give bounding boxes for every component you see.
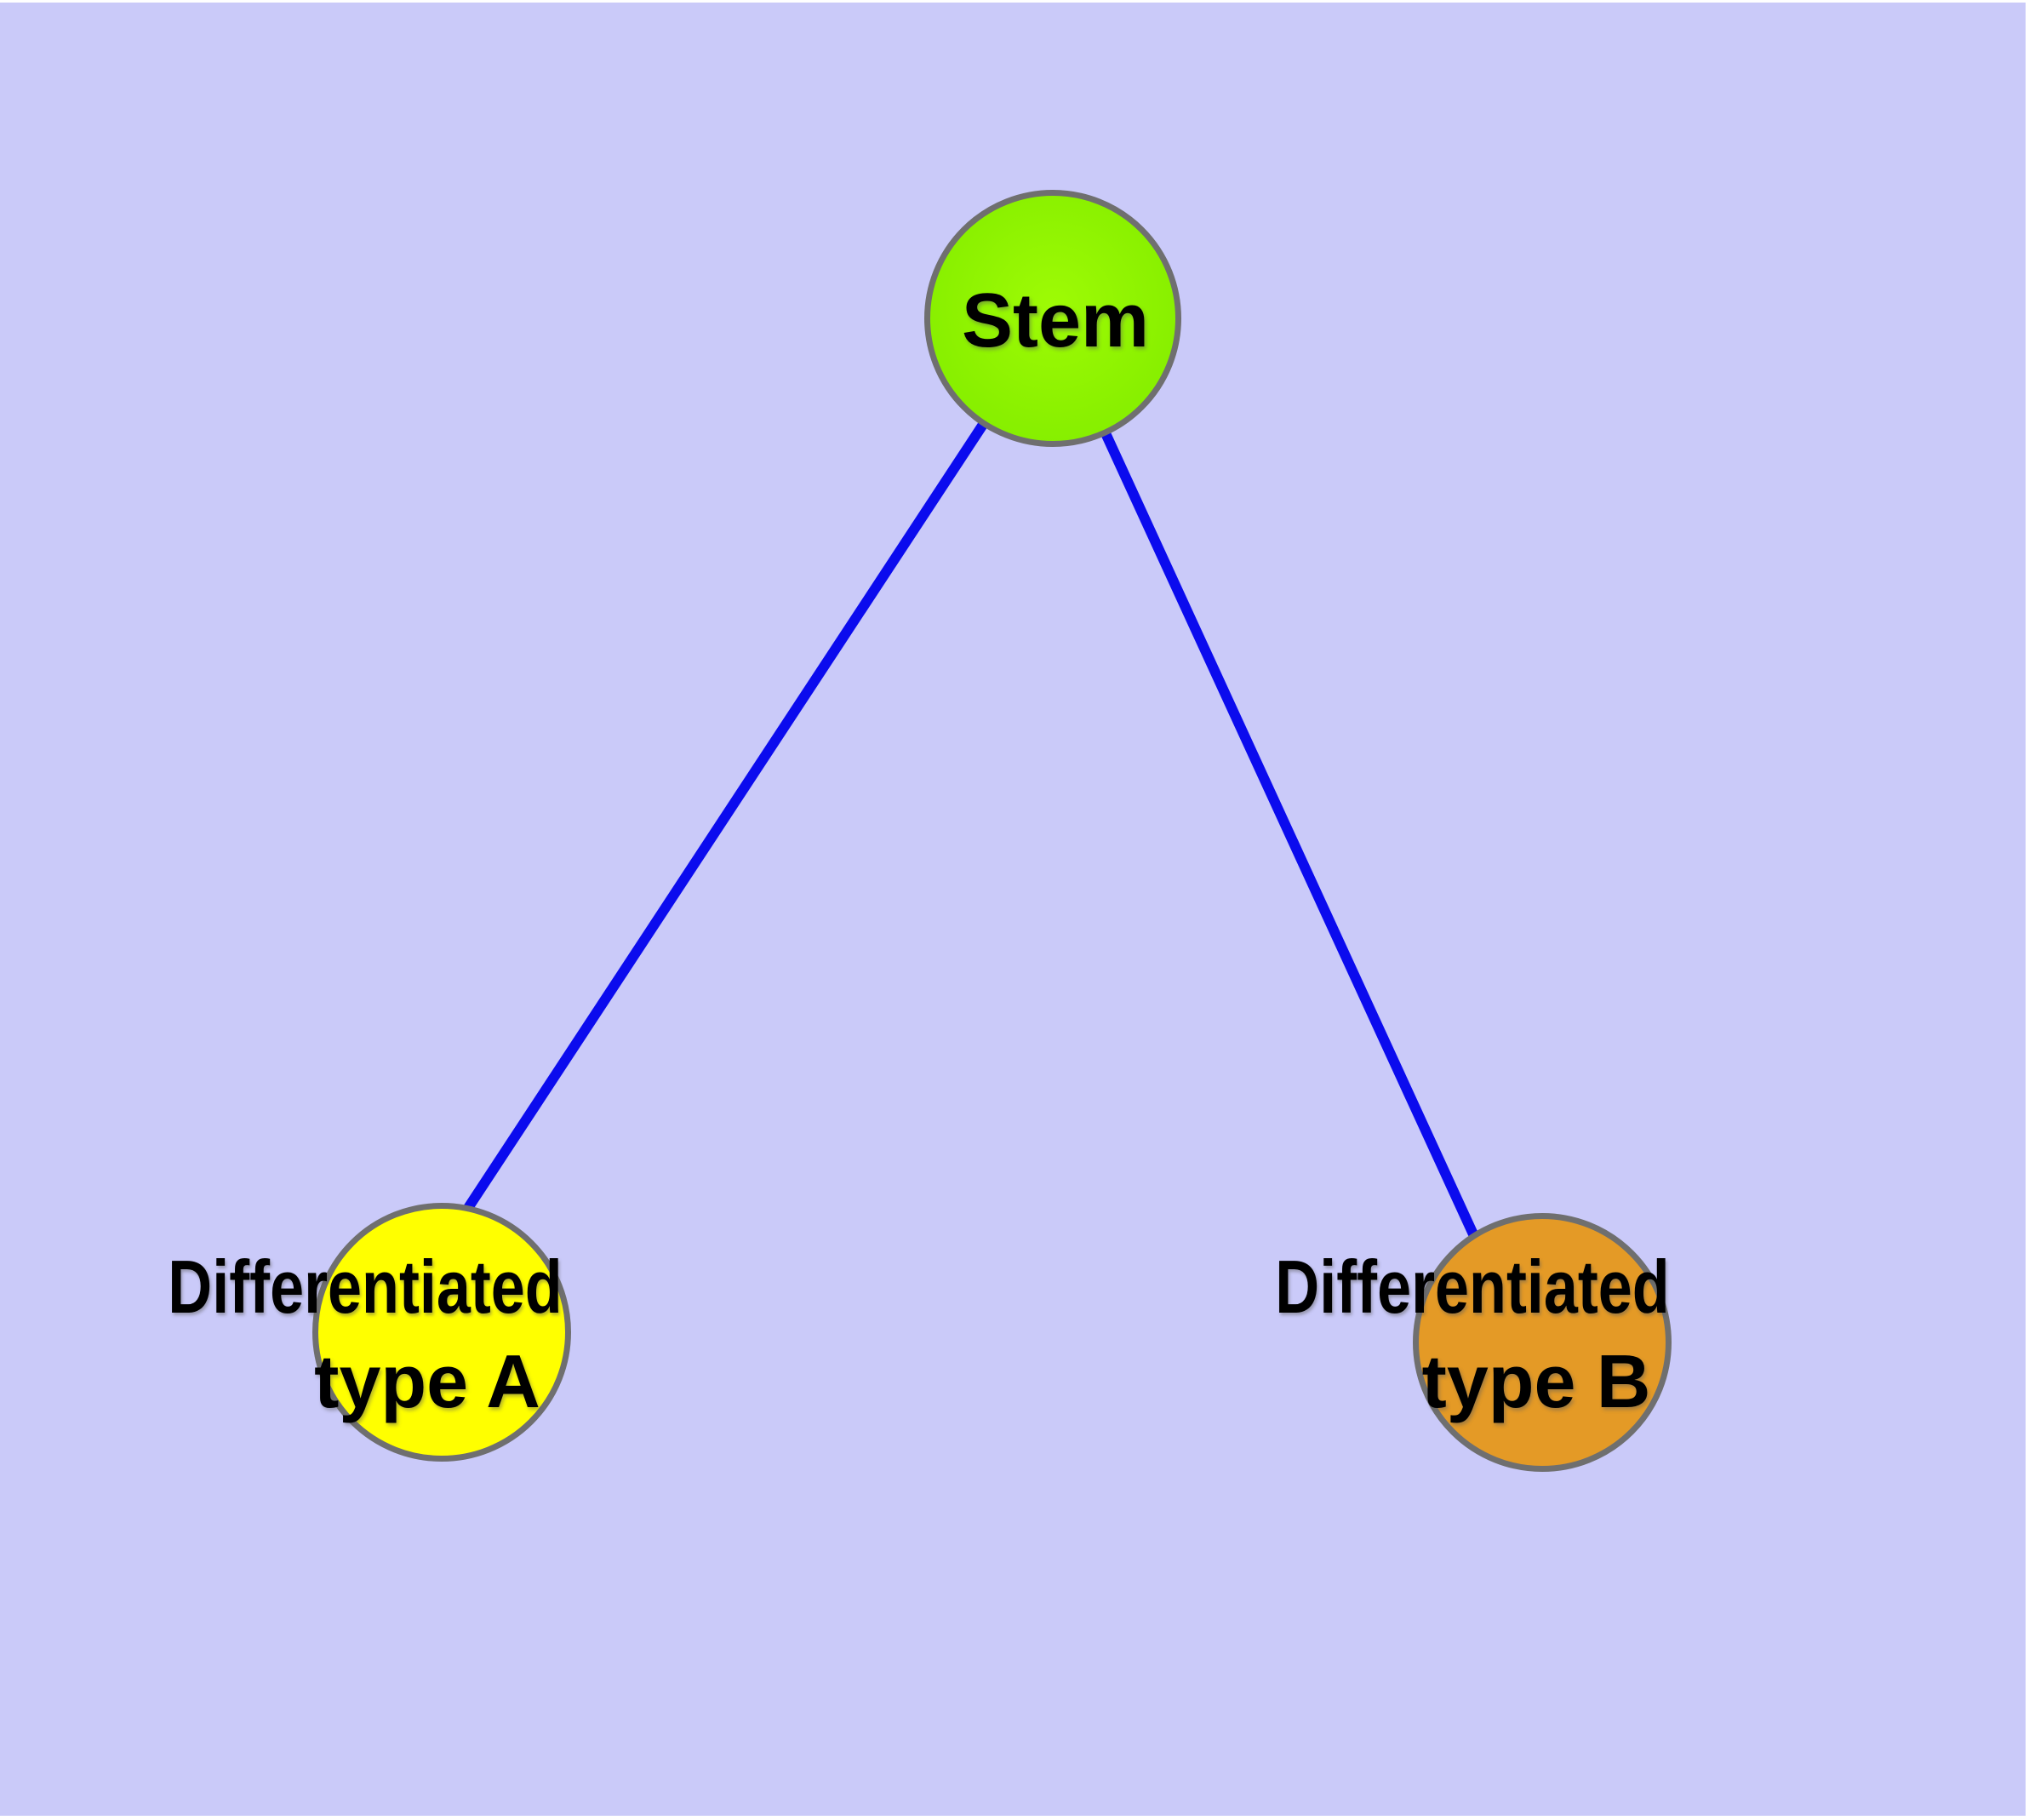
edges-layer [381, 315, 1527, 1342]
diagram-canvas: Stem Differentiated type A Differentiate… [0, 3, 2026, 1816]
node-type-b-label-line2: type B [1421, 1339, 1651, 1423]
node-type-b-label-line1: Differentiated [1275, 1245, 1670, 1329]
node-stem-label: Stem [961, 278, 1150, 363]
edge-stem-to-type-b [1048, 316, 1527, 1342]
node-differentiated-type-a [312, 1203, 571, 1462]
node-stem [924, 190, 1181, 447]
node-type-a-label-line2: type A [314, 1339, 540, 1423]
node-differentiated-type-b [1413, 1213, 1672, 1472]
node-type-a-label-line1: Differentiated [168, 1245, 563, 1329]
edge-stem-to-type-a [381, 315, 1058, 1336]
